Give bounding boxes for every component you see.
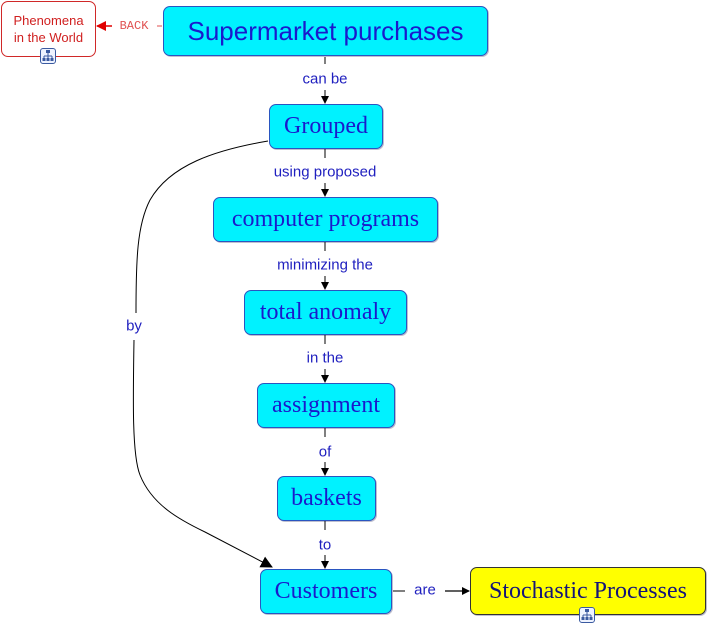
concept-supermarket-purchases[interactable]: Supermarket purchases: [163, 6, 488, 56]
concept-label: computer programs: [231, 206, 420, 232]
concept-total-anomaly[interactable]: total anomaly: [244, 290, 407, 335]
link-label-in-the: in the: [306, 349, 344, 367]
link-label-of: of: [318, 443, 332, 461]
concept-grouped[interactable]: Grouped: [269, 104, 383, 149]
back-node-line1: Phenomena: [13, 13, 84, 28]
concept-label: Grouped: [284, 113, 368, 139]
concept-label: Stochastic Processes: [489, 577, 687, 604]
concept-baskets[interactable]: baskets: [277, 476, 376, 521]
concept-assignment[interactable]: assignment: [257, 383, 395, 428]
concept-computer-programs[interactable]: computer programs: [213, 197, 438, 242]
link-label-to: to: [318, 536, 332, 554]
submap-icon[interactable]: [579, 607, 595, 623]
by-link-curve-lower: [132, 339, 273, 568]
link-label-minimizing-the: minimizing the: [277, 256, 373, 274]
link-label-by: by: [126, 317, 142, 335]
back-node-line2: in the World: [13, 30, 84, 45]
concept-label: Customers: [274, 578, 378, 604]
by-link-curve-upper: [135, 140, 269, 314]
concept-customers[interactable]: Customers: [260, 569, 392, 614]
submap-icon[interactable]: [40, 48, 56, 64]
link-label-using-proposed: using proposed: [273, 163, 377, 181]
concept-label: baskets: [291, 485, 362, 511]
concept-label: assignment: [272, 392, 380, 418]
link-label-can-be: can be: [302, 70, 348, 88]
back-link-label[interactable]: BACK: [119, 19, 149, 33]
link-label-are: are: [414, 581, 436, 599]
concept-label: Supermarket purchases: [187, 15, 464, 46]
concept-label: total anomaly: [259, 299, 392, 325]
